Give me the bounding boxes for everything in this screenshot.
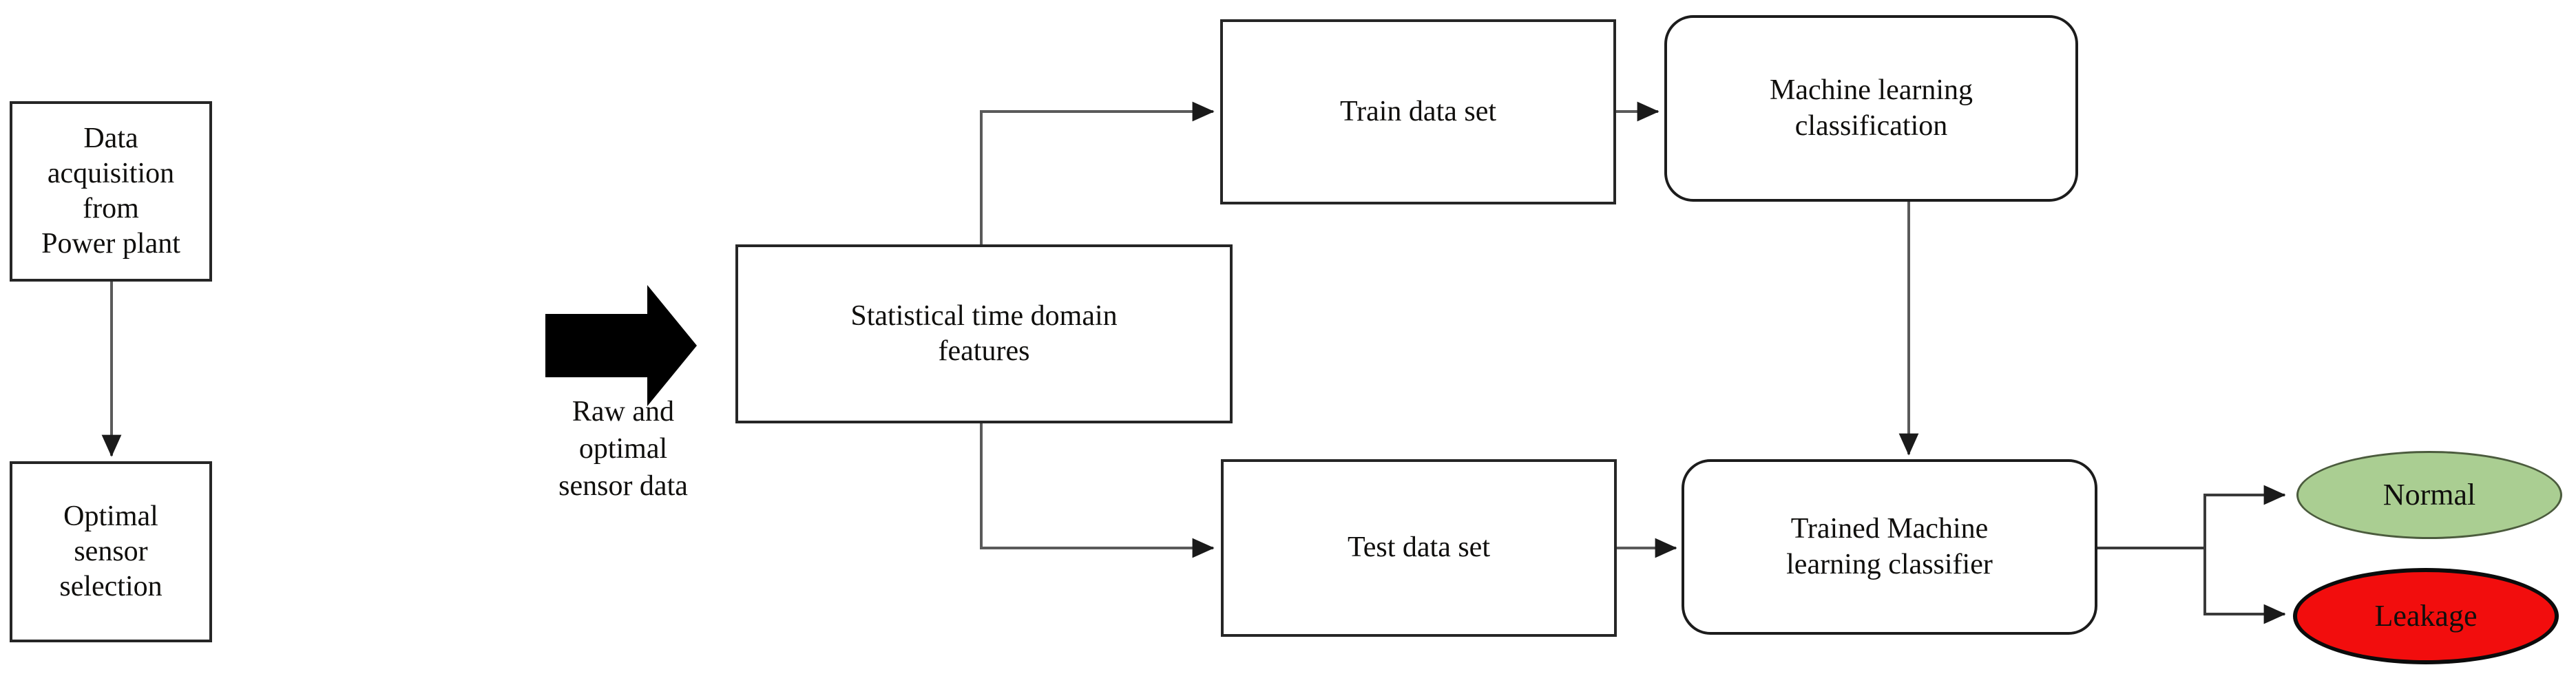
node-data-acquisition-label: Data acquisition from Power plant bbox=[41, 122, 180, 260]
edge-features-to-test bbox=[980, 423, 1215, 558]
node-train-data-set-label: Train data set bbox=[1339, 95, 1497, 127]
node-machine-learning-classification[interactable]: Machine learning classification bbox=[1664, 15, 2078, 202]
node-train-data-set[interactable]: Train data set bbox=[1220, 19, 1616, 204]
node-trained-machine-learning-classifier-label: Trained Machine learning classifier bbox=[1786, 513, 1993, 580]
edge-trained-to-outcomes bbox=[2097, 485, 2286, 624]
block-arrow-right-icon bbox=[545, 285, 697, 406]
node-optimal-sensor-selection[interactable]: Optimal sensor selection bbox=[10, 461, 212, 642]
node-data-acquisition[interactable]: Data acquisition from Power plant bbox=[10, 101, 212, 282]
node-normal-outcome[interactable]: Normal bbox=[2296, 451, 2562, 539]
edge-features-to-train bbox=[980, 101, 1215, 244]
node-leakage-outcome-label: Leakage bbox=[2374, 599, 2478, 633]
edge-label-raw-optimal-sensor-data: Raw and optimal sensor data bbox=[558, 396, 688, 502]
node-statistical-time-domain-features[interactable]: Statistical time domain features bbox=[735, 244, 1233, 423]
node-normal-outcome-label: Normal bbox=[2383, 478, 2476, 512]
node-trained-machine-learning-classifier[interactable]: Trained Machine learning classifier bbox=[1682, 459, 2097, 635]
node-optimal-sensor-selection-label: Optimal sensor selection bbox=[59, 500, 163, 603]
node-test-data-set[interactable]: Test data set bbox=[1221, 459, 1617, 637]
node-test-data-set-label: Test data set bbox=[1348, 531, 1490, 564]
node-machine-learning-classification-label: Machine learning classification bbox=[1769, 74, 1973, 142]
node-leakage-outcome[interactable]: Leakage bbox=[2293, 568, 2559, 664]
node-statistical-time-domain-features-label: Statistical time domain features bbox=[850, 299, 1118, 367]
